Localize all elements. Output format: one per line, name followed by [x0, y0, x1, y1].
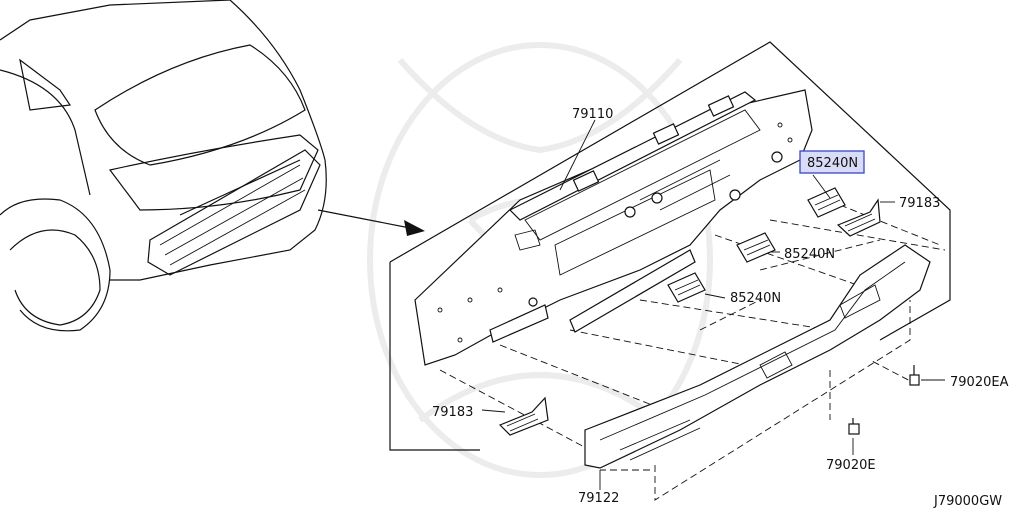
finisher-79122	[584, 244, 931, 469]
vehicle-rear-illustration	[0, 0, 327, 332]
label-79110[interactable]: 79110	[572, 107, 613, 122]
bolt-79020ea	[909, 365, 945, 386]
leader-lines	[481, 119, 895, 490]
clip-85240n-low	[667, 272, 706, 303]
label-79020e[interactable]: 79020E	[826, 458, 876, 473]
label-85240n-mid[interactable]: 85240N	[784, 247, 835, 262]
clip-85240n-top	[807, 187, 846, 218]
label-79183-right[interactable]: 79183	[899, 196, 940, 211]
bracket-79183-right	[836, 198, 881, 237]
bolt-79020e	[848, 418, 860, 455]
bracket-79183-left	[498, 396, 549, 436]
label-85240n-low[interactable]: 85240N	[730, 291, 781, 306]
assembly-frame	[389, 41, 951, 451]
label-79122[interactable]: 79122	[578, 491, 619, 506]
label-85240n-top[interactable]: 85240N	[807, 156, 858, 171]
label-79020ea[interactable]: 79020EA	[950, 375, 1009, 390]
alignment-lines	[439, 204, 946, 501]
clip-85240n-mid	[736, 232, 776, 263]
rear-panel-79110	[414, 89, 813, 366]
label-79183-left[interactable]: 79183	[432, 405, 473, 420]
diagram-code: J79000GW	[933, 494, 1002, 509]
direction-arrow	[317, 209, 425, 236]
highlight-box	[799, 150, 865, 174]
